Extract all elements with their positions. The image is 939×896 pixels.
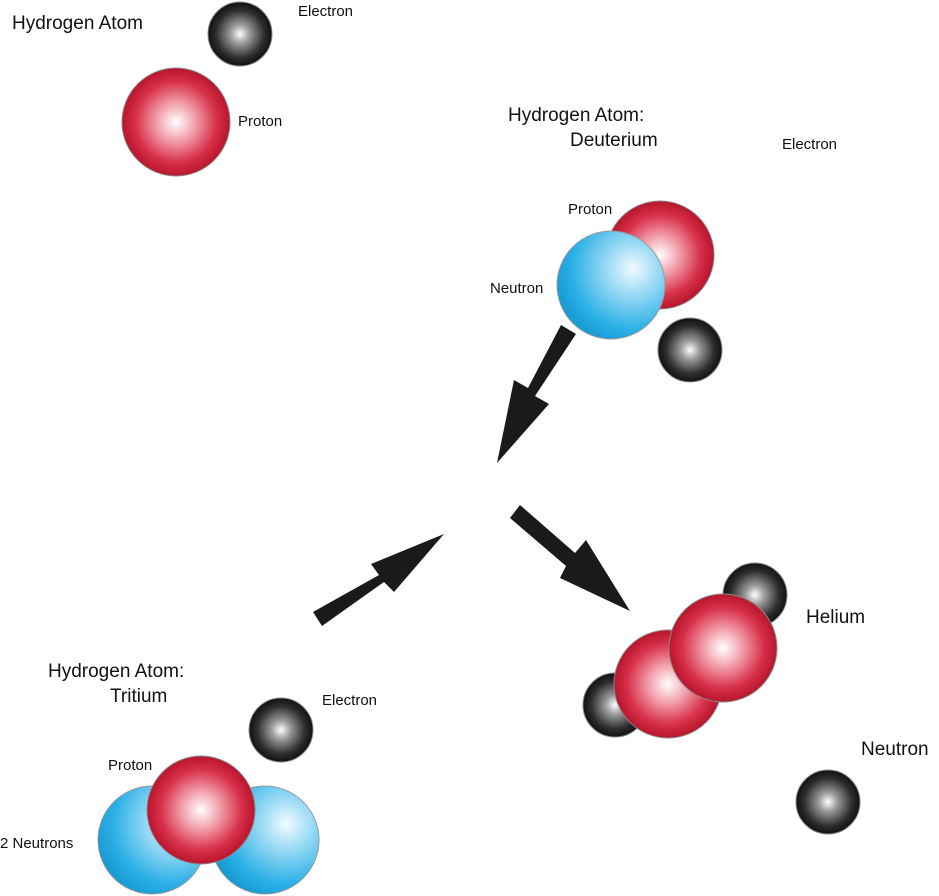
free-neutron: Neutron — [795, 739, 929, 835]
arrow-tritium-in — [313, 534, 444, 626]
free-neutron-particle — [795, 769, 861, 835]
hydrogen-atom: Hydrogen Atom Electron Proton — [12, 1, 353, 177]
hydrogen-proton-particle — [121, 67, 231, 177]
tritium-electron-particle — [248, 697, 314, 763]
hydrogen-electron-particle — [207, 1, 273, 67]
tritium-title-line1: Hydrogen Atom: — [48, 661, 184, 682]
arrow-deuterium-in — [497, 325, 576, 463]
deuterium-neutron-label: Neutron — [490, 280, 543, 297]
reaction-arrows — [313, 325, 630, 626]
hydrogen-title: Hydrogen Atom — [12, 13, 143, 34]
free-neutron-label: Neutron — [861, 739, 929, 760]
deuterium-title-line2: Deuterium — [570, 130, 658, 151]
tritium-proton-particle — [146, 755, 256, 865]
tritium-atom: Hydrogen Atom: Tritium Electron Proton 2… — [0, 661, 377, 895]
deuterium-electron-label: Electron — [782, 136, 837, 153]
deuterium-proton-label: Proton — [568, 201, 612, 218]
deuterium-electron-particle — [657, 317, 723, 383]
deuterium-title-line1: Hydrogen Atom: — [508, 105, 644, 126]
deuterium-neutron-particle — [556, 230, 666, 340]
helium-atom: Helium — [582, 562, 865, 739]
tritium-title-line2: Tritium — [110, 686, 167, 707]
hydrogen-proton-label: Proton — [238, 113, 282, 130]
arrow-helium-out — [510, 505, 630, 611]
helium-label: Helium — [806, 607, 865, 628]
hydrogen-electron-label: Electron — [298, 3, 353, 20]
tritium-proton-label: Proton — [108, 757, 152, 774]
deuterium-atom: Hydrogen Atom: Deuterium Electron Proton… — [490, 105, 837, 383]
helium-proton-particle-right — [668, 593, 778, 703]
tritium-neutrons-label: 2 Neutrons — [0, 835, 73, 852]
tritium-electron-label: Electron — [322, 692, 377, 709]
